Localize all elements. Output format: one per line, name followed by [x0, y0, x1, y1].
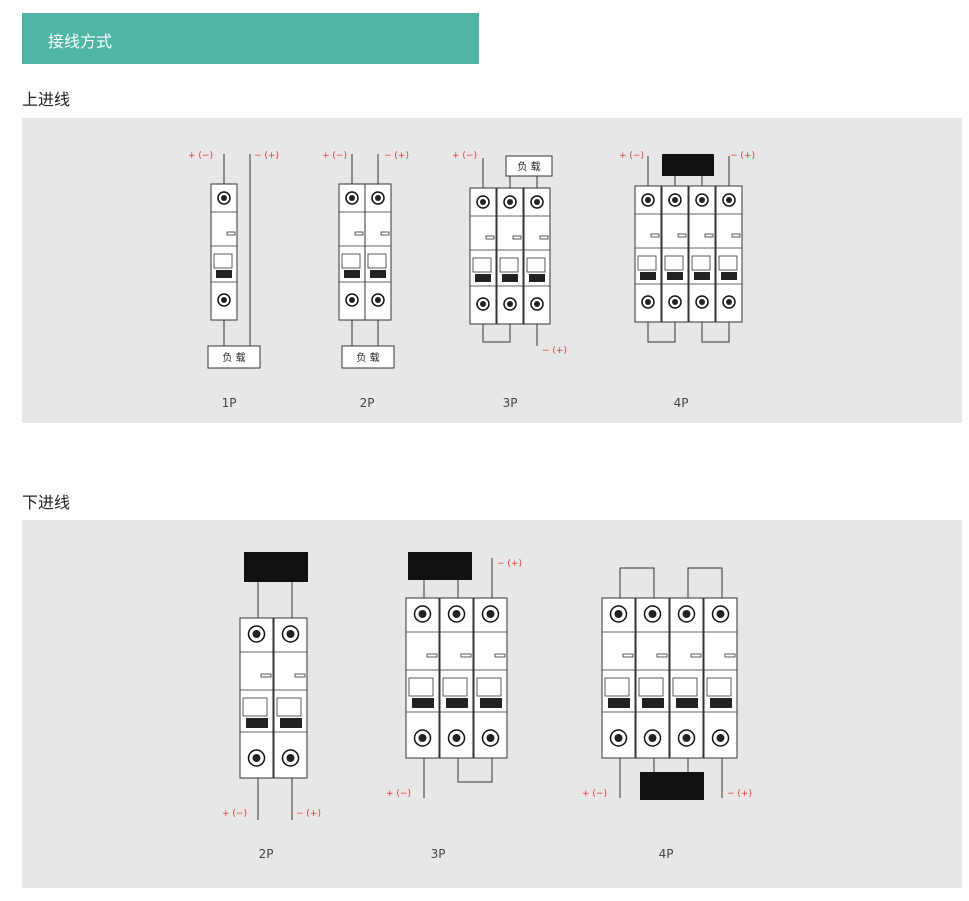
- bottom-4p-plus: + (−): [582, 789, 607, 799]
- bottom-caption-4p: 4P: [659, 847, 674, 861]
- bottom-2p-breaker: + (−) − (+) 2P: [222, 552, 321, 861]
- bottom-3p-plus: + (−): [386, 789, 411, 799]
- top-3p-breaker: 负 载 + (−) − (+) 3P: [452, 151, 567, 410]
- top-caption-2p: 2P: [360, 396, 375, 410]
- bottom-caption-3p: 3P: [431, 847, 446, 861]
- top-1p-breaker: 负 载 + (−) − (+) 1P: [188, 151, 279, 410]
- top-caption-1p: 1P: [222, 396, 237, 410]
- top-2p-plus: + (−): [322, 151, 347, 161]
- top-incoming-title: 上进线: [22, 90, 71, 109]
- bottom-4p-minus: − (+): [727, 789, 752, 799]
- bottom-caption-2p: 2P: [259, 847, 274, 861]
- top-incoming-panel: 负 载 + (−) − (+) 1P 负 载 + (−) − (+) 2P 负 …: [22, 118, 962, 423]
- top-1p-minus: − (+): [254, 151, 279, 161]
- bottom-incoming-panel: + (−) − (+) 2P − (+) + (−) 3P: [22, 520, 962, 888]
- top-1p-plus: + (−): [188, 151, 213, 161]
- bottom-4p-breaker: + (−) − (+) 4P: [582, 567, 752, 861]
- section-header-bar: 接线方式: [22, 13, 479, 64]
- bottom-3p-minus: − (+): [497, 559, 522, 569]
- bottom-3p-breaker: − (+) + (−) 3P: [386, 552, 522, 861]
- top-4p-breaker: + (−) − (+) 4P: [619, 151, 755, 410]
- bottom-incoming-diagram: + (−) − (+) 2P − (+) + (−) 3P: [222, 552, 752, 861]
- top-1p-load: 负 载: [222, 351, 245, 364]
- top-3p-minus: − (+): [542, 346, 567, 356]
- top-4p-plus: + (−): [619, 151, 644, 161]
- top-2p-minus: − (+): [384, 151, 409, 161]
- bottom-incoming-title: 下进线: [22, 493, 71, 512]
- top-2p-load: 负 载: [356, 351, 379, 364]
- top-caption-3p: 3P: [503, 396, 518, 410]
- top-2p-breaker: 负 载 + (−) − (+) 2P: [322, 151, 409, 410]
- top-3p-load: 负 载: [517, 160, 540, 173]
- top-incoming-diagram: 负 载 + (−) − (+) 1P 负 载 + (−) − (+) 2P 负 …: [188, 151, 755, 410]
- top-caption-4p: 4P: [674, 396, 689, 410]
- bottom-2p-minus: − (+): [296, 809, 321, 819]
- top-4p-minus: − (+): [730, 151, 755, 161]
- section-header-title: 接线方式: [48, 32, 113, 51]
- top-3p-plus: + (−): [452, 151, 477, 161]
- bottom-2p-plus: + (−): [222, 809, 247, 819]
